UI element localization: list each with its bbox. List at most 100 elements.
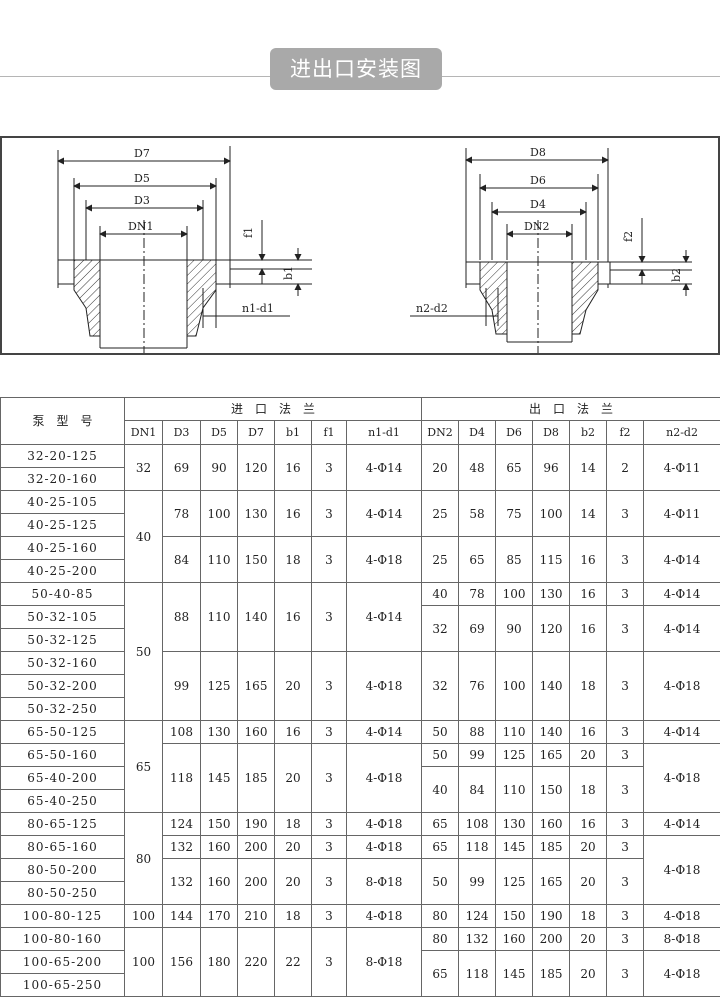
model-cell: 80-50-250 bbox=[0, 881, 125, 905]
model-cell: 40-25-105 bbox=[0, 490, 125, 514]
cell: 3 bbox=[311, 536, 347, 583]
model-cell: 100-65-200 bbox=[0, 950, 125, 974]
cell: 65 bbox=[421, 950, 460, 997]
cell: 16 bbox=[569, 536, 608, 583]
cell: 65 bbox=[421, 812, 460, 836]
cell: 3 bbox=[311, 582, 347, 652]
cell: 145 bbox=[200, 743, 238, 813]
cell: 4-Φ18 bbox=[643, 743, 720, 813]
model-cell: 65-50-125 bbox=[0, 720, 125, 744]
cell: 4-Φ14 bbox=[643, 582, 720, 606]
inlet-dn-cell: 100 bbox=[124, 904, 163, 928]
cell: 145 bbox=[495, 950, 534, 997]
cell: 140 bbox=[237, 582, 275, 652]
cell: 16 bbox=[274, 444, 312, 491]
cell: 50 bbox=[421, 720, 460, 744]
cell: 108 bbox=[162, 720, 201, 744]
model-cell: 100-80-125 bbox=[0, 904, 125, 928]
cell: 3 bbox=[311, 651, 347, 721]
col-header: D6 bbox=[495, 420, 534, 445]
cell: 14 bbox=[569, 444, 608, 491]
cell: 150 bbox=[237, 536, 275, 583]
label-dn1: DN1 bbox=[128, 220, 153, 233]
cell: 65 bbox=[458, 536, 497, 583]
inlet-dn-cell: 100 bbox=[124, 927, 163, 997]
header-line-left bbox=[0, 76, 270, 77]
cell: 50 bbox=[421, 743, 460, 767]
cell: 4-Φ11 bbox=[643, 490, 720, 537]
cell: 20 bbox=[569, 835, 608, 859]
cell: 18 bbox=[274, 536, 312, 583]
model-cell: 80-50-200 bbox=[0, 858, 125, 882]
cell: 132 bbox=[458, 927, 497, 951]
cell: 100 bbox=[532, 490, 571, 537]
cell: 3 bbox=[311, 444, 347, 491]
inlet-dn-cell: 40 bbox=[124, 490, 163, 583]
cell: 140 bbox=[532, 720, 571, 744]
cell: 165 bbox=[237, 651, 275, 721]
cell: 16 bbox=[569, 605, 608, 652]
cell: 32 bbox=[421, 605, 460, 652]
cell: 18 bbox=[274, 904, 312, 928]
label-f1: f1 bbox=[242, 227, 255, 238]
cell: 78 bbox=[458, 582, 497, 606]
cell: 120 bbox=[237, 444, 275, 491]
cell: 185 bbox=[532, 835, 571, 859]
model-cell: 50-32-105 bbox=[0, 605, 125, 629]
cell: 3 bbox=[311, 858, 347, 905]
cell: 80 bbox=[421, 927, 460, 951]
cell: 18 bbox=[274, 812, 312, 836]
cell: 4-Φ18 bbox=[345, 904, 423, 928]
outlet-flange bbox=[410, 148, 692, 353]
cell: 156 bbox=[162, 927, 201, 997]
cell: 130 bbox=[237, 490, 275, 537]
cell: 150 bbox=[200, 812, 238, 836]
inlet-dn-cell: 80 bbox=[124, 812, 163, 905]
col-header: D7 bbox=[237, 420, 275, 445]
cell: 160 bbox=[237, 720, 275, 744]
cell: 80 bbox=[421, 904, 460, 928]
label-n1-d1: n1-d1 bbox=[242, 302, 274, 315]
model-cell: 32-20-125 bbox=[0, 444, 125, 468]
col-header: n1-d1 bbox=[345, 420, 423, 445]
cell: 3 bbox=[606, 490, 645, 537]
cell: 4-Φ14 bbox=[345, 720, 423, 744]
cell: 108 bbox=[458, 812, 497, 836]
cell: 69 bbox=[162, 444, 201, 491]
cell: 99 bbox=[162, 651, 201, 721]
cell: 99 bbox=[458, 858, 497, 905]
cell: 18 bbox=[569, 766, 608, 813]
cell: 100 bbox=[495, 651, 534, 721]
cell: 20 bbox=[274, 858, 312, 905]
cell: 3 bbox=[606, 835, 645, 859]
cell: 4-Φ14 bbox=[643, 812, 720, 836]
cell: 110 bbox=[495, 766, 534, 813]
cell: 200 bbox=[237, 835, 275, 859]
cell: 3 bbox=[606, 766, 645, 813]
cell: 96 bbox=[532, 444, 571, 491]
col-header: DN1 bbox=[124, 420, 163, 445]
cell: 3 bbox=[311, 490, 347, 537]
cell: 8-Φ18 bbox=[345, 927, 423, 997]
col-header: D5 bbox=[200, 420, 238, 445]
cell: 125 bbox=[495, 858, 534, 905]
cell: 90 bbox=[495, 605, 534, 652]
model-cell: 65-40-250 bbox=[0, 789, 125, 813]
cell: 48 bbox=[458, 444, 497, 491]
cell: 18 bbox=[569, 904, 608, 928]
cell: 4-Φ18 bbox=[345, 835, 423, 859]
col-header: DN2 bbox=[421, 420, 460, 445]
cell: 99 bbox=[458, 743, 497, 767]
cell: 20 bbox=[569, 950, 608, 997]
cell: 4-Φ14 bbox=[643, 720, 720, 744]
cell: 100 bbox=[200, 490, 238, 537]
cell: 4-Φ11 bbox=[643, 444, 720, 491]
model-cell: 100-80-160 bbox=[0, 927, 125, 951]
cell: 3 bbox=[606, 536, 645, 583]
cell: 40 bbox=[421, 582, 460, 606]
cell: 2 bbox=[606, 444, 645, 491]
cell: 16 bbox=[274, 490, 312, 537]
cell: 20 bbox=[421, 444, 460, 491]
cell: 4-Φ18 bbox=[643, 835, 720, 905]
label-b2: b2 bbox=[670, 268, 683, 282]
